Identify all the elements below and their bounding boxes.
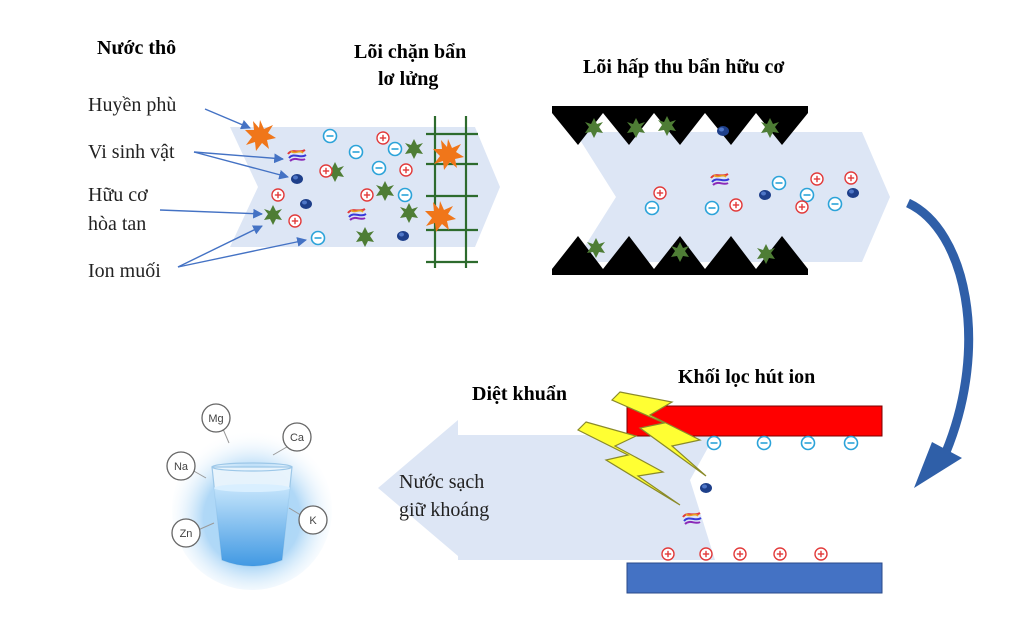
- mineral-mg: Mg: [201, 403, 231, 433]
- anion: [387, 141, 403, 157]
- anion: [843, 435, 859, 451]
- microbe-particle: [717, 126, 729, 136]
- cation: [699, 547, 713, 561]
- cation: [844, 171, 858, 185]
- microbe-particle: [291, 174, 303, 184]
- cation: [319, 164, 333, 178]
- disinfection-label: Diệt khuẩn: [472, 383, 567, 405]
- anion: [397, 187, 413, 203]
- anion: [827, 196, 843, 212]
- anion: [800, 435, 816, 451]
- cation: [288, 214, 302, 228]
- cation: [661, 547, 675, 561]
- anion: [322, 128, 338, 144]
- suspension-label: Huyền phù: [88, 94, 176, 116]
- cation: [271, 188, 285, 202]
- cation: [399, 163, 413, 177]
- mineral-glass: [172, 421, 332, 590]
- anion: [348, 144, 364, 160]
- organic-core-label: Lõi hấp thu bẩn hữu cơ: [583, 56, 785, 78]
- microbe-particle: [700, 483, 712, 493]
- cation: [795, 200, 809, 214]
- raw-water-label: Nước thô: [97, 37, 176, 59]
- anion: [771, 175, 787, 191]
- anion: [371, 160, 387, 176]
- flow-curve-arrow: [905, 198, 974, 488]
- cation: [729, 198, 743, 212]
- organic-core-flow: [575, 132, 890, 262]
- anion: [706, 435, 722, 451]
- microbes-label: Vi sinh vật: [88, 141, 175, 163]
- svg-text:Na: Na: [174, 461, 189, 473]
- microbe-particle: [347, 208, 367, 221]
- pointer-arrows: [159, 108, 307, 268]
- cation: [814, 547, 828, 561]
- microbe-particle: [759, 190, 771, 200]
- svg-text:Mg: Mg: [208, 413, 223, 425]
- uv-lightning: [576, 391, 707, 506]
- sediment-core-label-line1: Lõi chặn bẩn: [354, 41, 466, 63]
- microbe-particle: [710, 173, 730, 186]
- organic-label-line1: Hữu cơ: [88, 184, 148, 206]
- cation: [360, 188, 374, 202]
- salt-ions-label: Ion muối: [88, 260, 161, 282]
- ion-block-label: Khối lọc hút ion: [678, 366, 815, 388]
- anion: [704, 200, 720, 216]
- svg-text:Zn: Zn: [180, 528, 193, 540]
- cation: [773, 547, 787, 561]
- sediment-core-label-line2: lơ lửng: [378, 68, 438, 90]
- clean-water-label-line2: giữ khoáng: [399, 499, 489, 521]
- organic-label-line2: hòa tan: [88, 213, 146, 235]
- svg-text:K: K: [309, 515, 317, 527]
- mineral-k: K: [298, 505, 328, 535]
- microbe-particle: [287, 149, 307, 162]
- ion-block-negative-plate: [626, 562, 883, 594]
- microbe-particle: [847, 188, 859, 198]
- anion: [799, 187, 815, 203]
- cation: [810, 172, 824, 186]
- anion: [756, 435, 772, 451]
- organic-core-top-plate: [552, 106, 808, 145]
- mineral-na: Na: [166, 451, 196, 481]
- clean-water-label-line1: Nước sạch: [399, 471, 484, 493]
- microbe-particle: [300, 199, 312, 209]
- svg-text:Ca: Ca: [290, 432, 305, 444]
- cation: [733, 547, 747, 561]
- anion: [310, 230, 326, 246]
- sediment-grid: [426, 116, 478, 268]
- microbe-particle: [397, 231, 409, 241]
- mineral-bubbles: Mg Ca Na K Zn: [166, 403, 328, 548]
- cation: [376, 131, 390, 145]
- mineral-ca: Ca: [282, 422, 312, 452]
- cation: [653, 186, 667, 200]
- mineral-zn: Zn: [171, 518, 201, 548]
- anion: [644, 200, 660, 216]
- microbe-particle: [682, 512, 702, 525]
